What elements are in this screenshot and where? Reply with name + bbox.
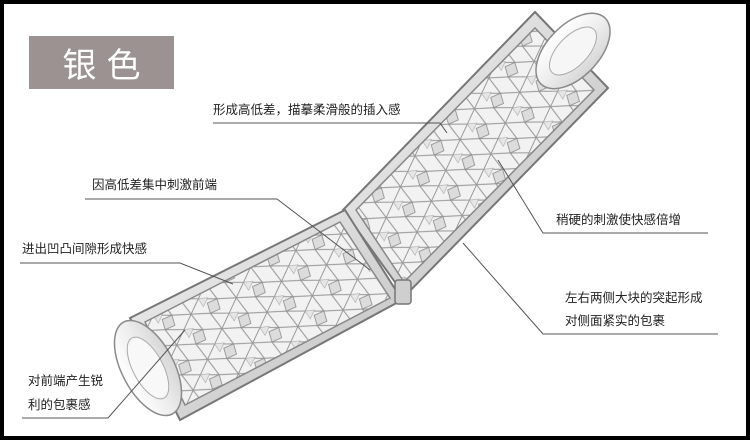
leader-lines: [20, 122, 718, 419]
annotation-front-wrap-line1: 对前端产生锐: [28, 373, 104, 388]
color-title-badge: 银色: [29, 36, 174, 89]
annotation-side-protrusions-line1: 左右两侧大块的突起形成: [565, 290, 703, 305]
hinge: [394, 279, 412, 305]
annotation-front-stimulation: 因高低差集中刺激前端: [92, 177, 218, 192]
annotation-side-protrusions-line2: 对侧面紧实的包裹: [565, 313, 666, 328]
annotation-gap-pleasure: 进出凹凸间隙形成快感: [22, 241, 148, 256]
annotation-height-difference: 形成高低差，描摹柔滑般的插入感: [213, 102, 401, 117]
annotation-front-wrap-line2: 利的包裹感: [28, 397, 91, 412]
upper-half-case: [341, 10, 611, 298]
annotation-firm-stimulation: 稍硬的刺激使快感倍增: [556, 212, 682, 227]
color-title: 银色: [62, 46, 151, 86]
lower-half-case: [113, 208, 404, 422]
